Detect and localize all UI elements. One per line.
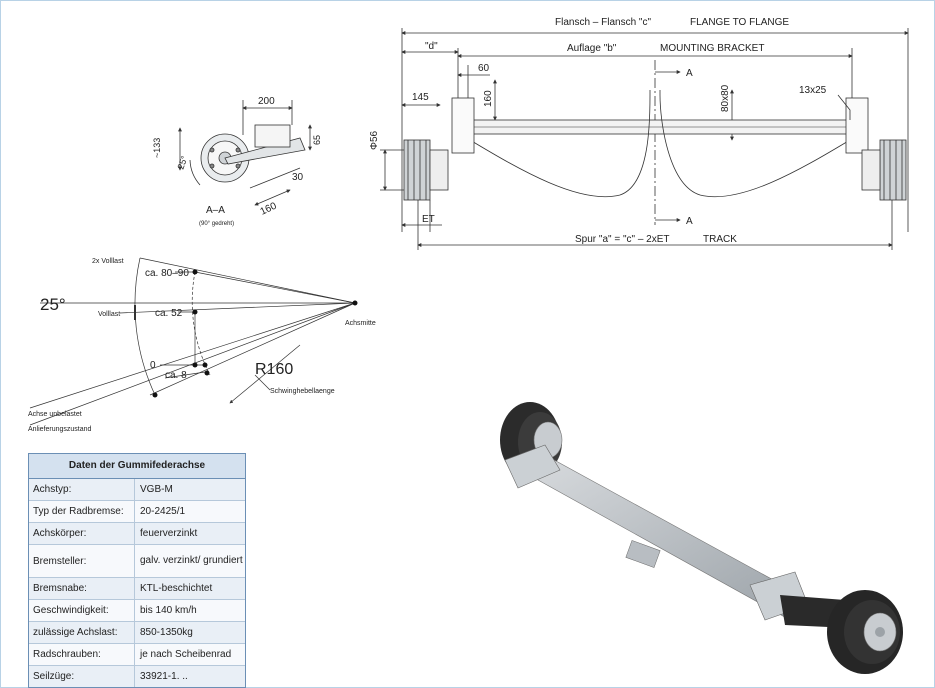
label-volllast: Volllast [98, 311, 120, 318]
dim-30: 30 [292, 172, 304, 183]
axle-3d-render [500, 402, 903, 674]
table-row: Bremsteller: galv. verzinkt/ grundiert [29, 545, 245, 578]
dim-160-section: 160 [259, 201, 279, 218]
row-key: Bremsnabe: [29, 578, 135, 599]
dim-145: 145 [412, 92, 429, 103]
row-value: KTL-beschichtet [140, 582, 213, 594]
axle-front-view [380, 28, 909, 250]
axle-front-view-labels: Flansch – Flansch "c" FLANGE TO FLANGE "… [369, 17, 827, 245]
label-80-90: ca. 80–90 [145, 268, 189, 279]
angle-diagram-points [152, 269, 358, 398]
track-label: Spur "a" = "c" – 2xET [575, 234, 670, 245]
dim-56: Φ56 [369, 130, 380, 150]
row-value: bis 140 km/h [140, 604, 197, 616]
track-label-en: TRACK [703, 234, 737, 245]
label-25-deg: 25° [40, 295, 66, 314]
table-row: zulässige Achslast: 850-1350kg [29, 622, 245, 644]
flange-label: Flansch – Flansch "c" [555, 17, 651, 28]
label-achse-unbelastet: Achse unbelastet [28, 411, 82, 418]
row-key: Seilzüge: [29, 666, 135, 687]
table-row: Radschrauben: je nach Scheibenrad [29, 644, 245, 666]
dim-13x25: 13x25 [799, 85, 827, 96]
dim-133: ~133 [152, 138, 162, 158]
d-label: "d" [425, 41, 438, 52]
spec-table: Daten der Gummifederachse Achstyp: VGB-M … [28, 453, 246, 688]
bracket-label: Auflage "b" [567, 43, 617, 54]
dim-60: 60 [478, 63, 490, 74]
angle-diagram [29, 257, 356, 426]
row-value: 20-2425/1 [140, 505, 186, 517]
spec-table-title: Daten der Gummifederachse [29, 454, 245, 479]
section-view-labels: 200 65 ~133 25° 30 160 A–A (90° gedreht) [152, 96, 322, 227]
table-row: Achstyp: VGB-M [29, 479, 245, 501]
row-value: VGB-M [140, 483, 173, 495]
label-2x-volllast: 2x Volllast [92, 258, 124, 265]
row-value: 850-1350kg [140, 626, 193, 638]
label-schwinghebel: Schwinghebellaenge [270, 388, 335, 395]
bracket-label-en: MOUNTING BRACKET [660, 43, 764, 54]
label-0: 0 [150, 360, 156, 371]
angle-diagram-labels: 2x Volllast ca. 80–90 25° Volllast ca. 5… [28, 258, 376, 433]
row-key: Radschrauben: [29, 644, 135, 665]
row-key: Achskörper: [29, 523, 135, 544]
row-key: Achstyp: [29, 479, 135, 500]
row-key: zulässige Achslast: [29, 622, 135, 643]
label-anlieferung: Anlieferungszustand [28, 426, 92, 433]
row-value: 33921-1. .. [140, 670, 188, 682]
label-8: ca. 8 [165, 370, 187, 381]
dim-200: 200 [258, 96, 275, 107]
table-row: Bremsnabe: KTL-beschichtet [29, 578, 245, 600]
dim-80x80: 80x80 [720, 84, 731, 112]
spec-table-body: Achstyp: VGB-M Typ der Radbremse: 20-2425/… [29, 479, 245, 687]
table-row: Geschwindigkeit: bis 140 km/h [29, 600, 245, 622]
row-value: galv. verzinkt/ grundiert [140, 555, 243, 566]
table-row: Typ der Radbremse: 20-2425/1 [29, 501, 245, 523]
row-key: Bremsteller: [29, 545, 135, 577]
et-label: ET [422, 214, 435, 225]
dim-25-section: 25° [175, 154, 189, 171]
label-achsmitte: Achsmitte [345, 320, 376, 327]
row-value: feuerverzinkt [140, 527, 198, 539]
label-r160: R160 [255, 361, 293, 378]
section-view-drawing [178, 100, 312, 206]
table-row: Seilzüge: 33921-1. .. [29, 666, 245, 687]
dim-160: 160 [483, 90, 494, 107]
section-a-top: A [686, 68, 693, 79]
label-52: ca. 52 [155, 308, 183, 319]
dim-65: 65 [312, 135, 322, 145]
flange-label-en: FLANGE TO FLANGE [690, 17, 789, 28]
table-row: Achskörper: feuerverzinkt [29, 523, 245, 545]
row-key: Geschwindigkeit: [29, 600, 135, 621]
row-key: Typ der Radbremse: [29, 501, 135, 522]
section-a-bottom: A [686, 216, 693, 227]
row-value: je nach Scheibenrad [140, 648, 232, 660]
section-subtitle: (90° gedreht) [199, 221, 234, 227]
section-title: A–A [206, 205, 225, 216]
